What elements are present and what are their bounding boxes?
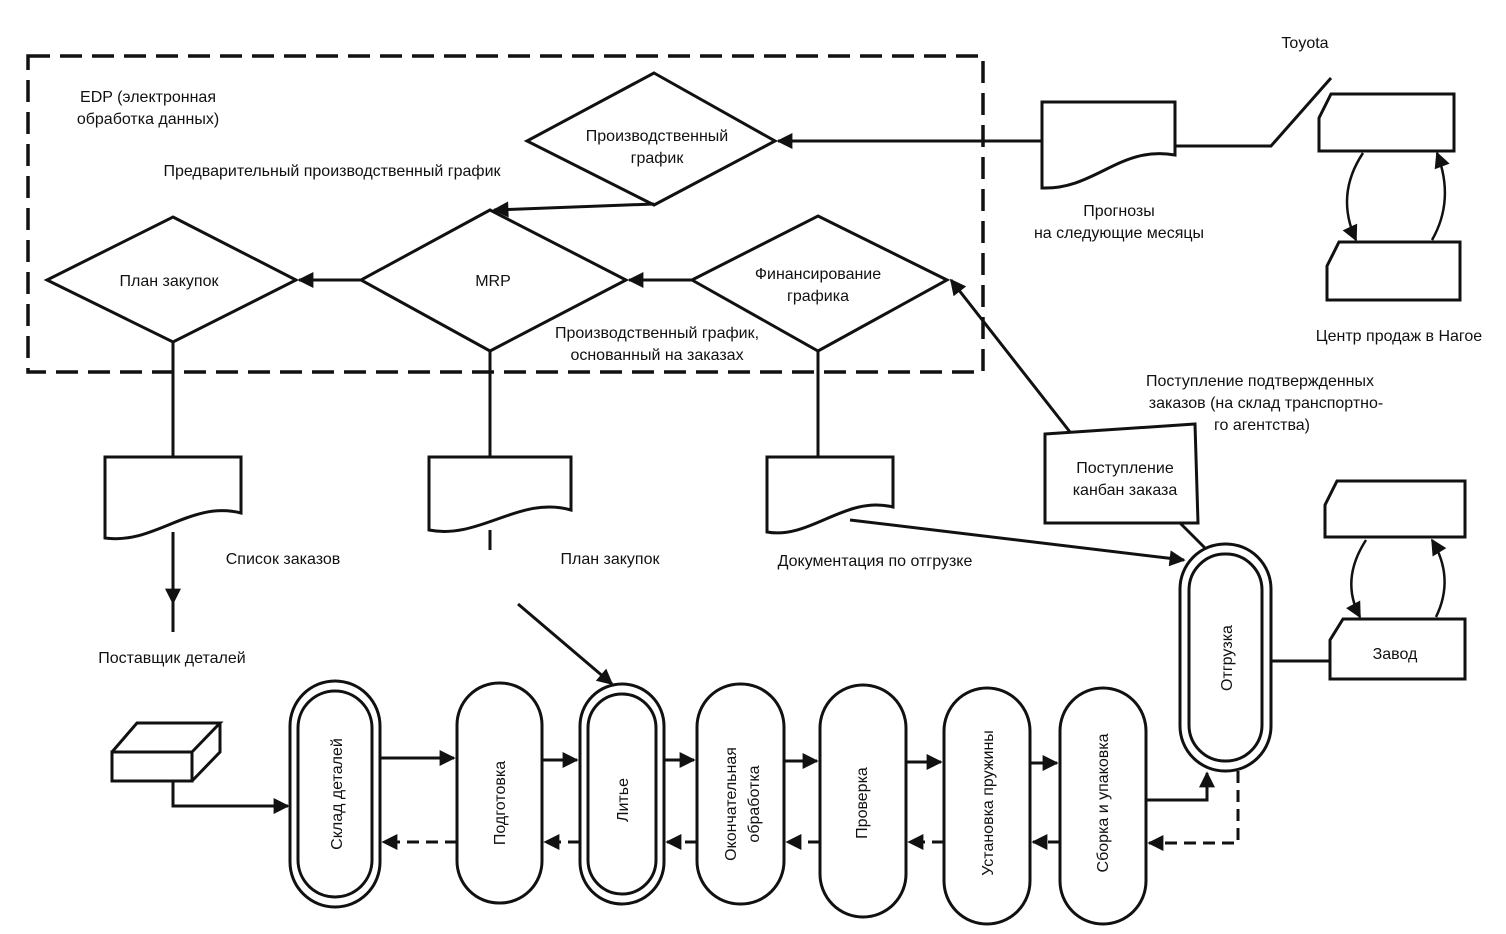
arrow-to-casting <box>517 602 614 686</box>
stage-assembly-packing <box>1058 686 1148 926</box>
production-schedule-label-1: Производственный <box>586 128 728 145</box>
order-schedule-label-2: основанный на заказах <box>570 347 743 364</box>
mrp-label: MRP <box>475 273 511 290</box>
plant-cycle-left <box>1346 539 1368 619</box>
shipping-docs-document <box>765 455 895 535</box>
stage-inspection-label: Проверка <box>854 767 871 839</box>
financing-label-1: Финансирование <box>755 266 881 283</box>
kanban-order-label-2: канбан заказа <box>1073 482 1178 499</box>
order-list-label: Список заказов <box>226 551 341 568</box>
sales-center-cycle-right <box>1430 151 1450 241</box>
forecast-document <box>1040 100 1177 190</box>
arrow-kanban-to-financing <box>949 278 1072 433</box>
stage-spring-install-label: Установка пружины <box>980 730 997 876</box>
confirmed-orders-label-1: Поступление подтвержденных <box>1146 373 1374 390</box>
stage-finishing-label-2: обработка <box>746 765 763 842</box>
sales-center-cycle-left <box>1342 152 1365 242</box>
plant-cycle-right <box>1430 538 1447 618</box>
toyota-label: Toyota <box>1281 35 1328 52</box>
sales-center-keyboard <box>1325 240 1462 302</box>
stage-shipping-label: Отгрузка <box>1219 625 1236 691</box>
sales-center-screen <box>1317 92 1456 153</box>
stage-casting-label: Литье <box>615 778 632 822</box>
arrow-supplier-to-warehouse <box>171 781 290 814</box>
pre-schedule-label: Предварительный производственный график <box>163 163 501 180</box>
edp-label-1: EDP (электронная <box>80 89 216 106</box>
plant-screen <box>1323 479 1467 539</box>
confirmed-orders-label-2: заказов (на склад транспортно- <box>1149 395 1383 412</box>
feedback-from-shipping <box>1147 771 1240 851</box>
plant-box <box>1328 617 1467 681</box>
stage-inspection <box>818 683 908 919</box>
kanban-order-label-1: Поступление <box>1076 460 1174 477</box>
forecast-label-1: Прогнозы <box>1083 203 1155 220</box>
stage-casting-inner <box>586 692 658 896</box>
arrow-schedule-to-mrp <box>492 201 655 218</box>
purchase-plan-document <box>427 455 573 533</box>
stage-preparation-label: Подготовка <box>492 761 509 845</box>
purchase-plan-doc-label: План закупок <box>561 551 661 568</box>
stage-shipping-inner <box>1187 552 1264 763</box>
edp-boundary <box>26 54 985 374</box>
edp-label-2: обработка данных) <box>77 111 219 128</box>
shipping-docs-label: Документация по отгрузке <box>778 553 973 570</box>
parts-supplier-box <box>110 721 224 783</box>
financing-label-2: графика <box>787 288 849 305</box>
stage-finishing <box>695 682 786 906</box>
stage-preparation <box>455 681 544 905</box>
order-schedule-label-1: Производственный график, <box>555 325 759 342</box>
kanban-order-box <box>1043 422 1200 525</box>
plant-label: Завод <box>1373 646 1418 663</box>
sales-center-label: Центр продаж в Нагое <box>1316 328 1483 345</box>
stage-finishing-label-1: Окончательная <box>723 747 740 861</box>
purchase-plan-diamond-label: План закупок <box>120 273 220 290</box>
confirmed-orders-label-3: го агентства) <box>1214 417 1310 434</box>
order-list-document <box>103 455 243 541</box>
toyota-link-line <box>1176 77 1333 148</box>
flow-forward-7 <box>1146 771 1215 802</box>
forecast-label-2: на следующие месяцы <box>1034 225 1204 242</box>
stage-warehouse-label: Склад деталей <box>329 738 346 850</box>
arrow-shippingdoc-to-shipping <box>849 518 1186 567</box>
stage-warehouse-inner <box>296 689 374 899</box>
line-kanban-to-shipping <box>1178 521 1207 550</box>
production-schedule-label-2: график <box>631 150 685 167</box>
parts-supplier-label: Поставщик деталей <box>98 650 245 667</box>
stage-assembly-packing-label: Сборка и упаковка <box>1095 733 1112 872</box>
stage-spring-install <box>942 686 1032 926</box>
